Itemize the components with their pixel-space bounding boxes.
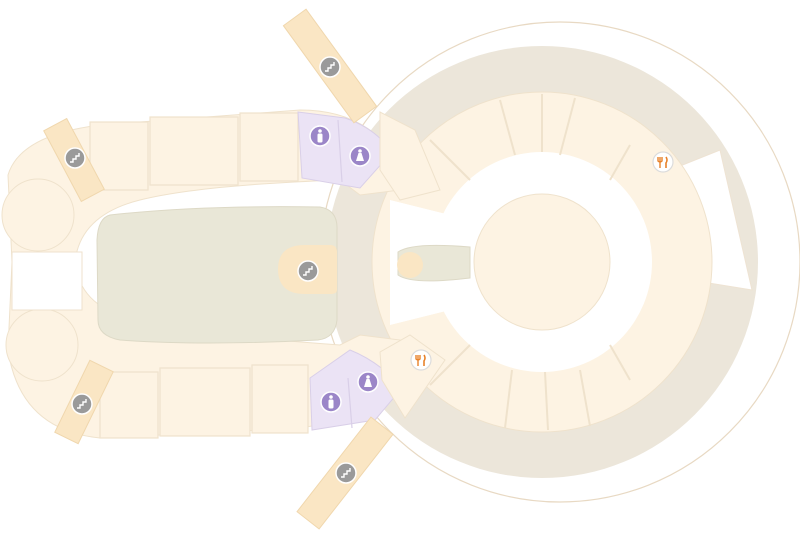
man-icon[interactable]	[309, 125, 331, 147]
poi-layer	[64, 56, 674, 484]
stairs-icon[interactable]	[71, 393, 93, 415]
ring-dividers	[429, 94, 631, 431]
room-west-top	[1, 178, 75, 252]
man-icon[interactable]	[320, 391, 342, 413]
stairs-icon[interactable]	[335, 462, 357, 484]
stairs-icon[interactable]	[64, 147, 86, 169]
rooms-top	[89, 112, 299, 191]
fork-knife-icon[interactable]	[410, 349, 432, 371]
rooms-bottom	[99, 364, 309, 439]
stairs-icon[interactable]	[319, 56, 341, 78]
rotunda-hub	[473, 193, 611, 331]
entrance-kiosk	[397, 252, 423, 278]
woman-icon[interactable]	[349, 145, 371, 167]
fork-knife-icon[interactable]	[652, 151, 674, 173]
woman-icon[interactable]	[357, 371, 379, 393]
west-corridor	[11, 251, 83, 311]
stairs-icon[interactable]	[297, 260, 319, 282]
room-west-bottom	[5, 308, 79, 382]
connector-top	[379, 111, 441, 201]
central-court	[96, 206, 338, 344]
